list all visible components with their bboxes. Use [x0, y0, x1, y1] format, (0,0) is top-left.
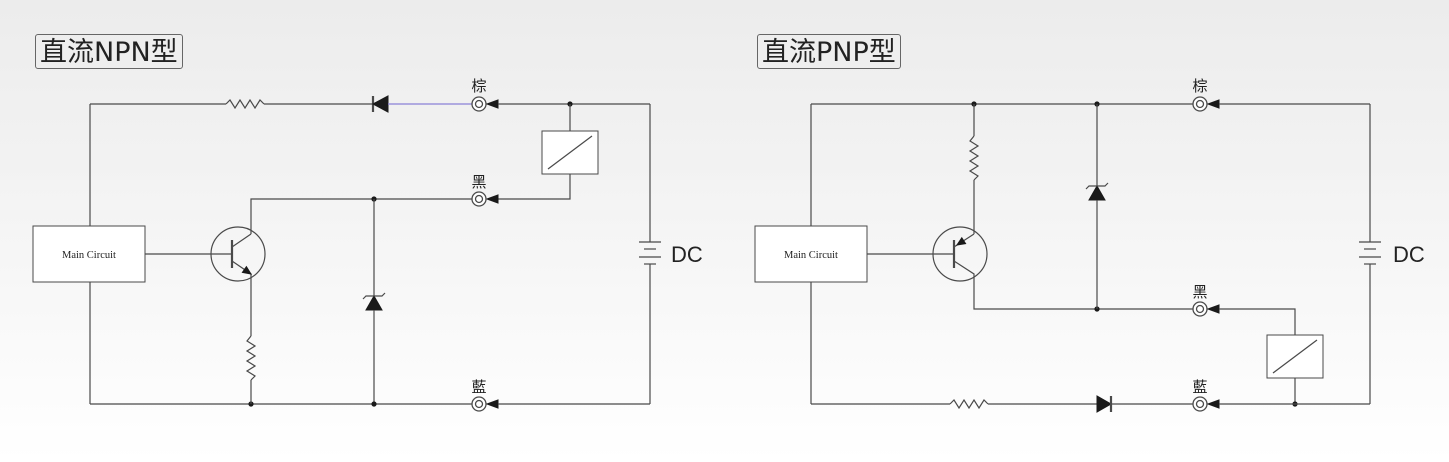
terminal-core — [474, 399, 484, 409]
terminal-label-brown: 棕 — [1192, 77, 1207, 95]
diode-top — [371, 95, 389, 113]
npn-transistor — [210, 226, 266, 336]
pnp-transistor — [932, 226, 1193, 310]
main-circuit-label: Main Circuit — [62, 250, 116, 261]
resistor-bottom — [949, 398, 989, 410]
junction — [371, 401, 377, 407]
npn-title: 直流NPN型 — [35, 34, 183, 69]
terminal-brown — [471, 96, 487, 112]
terminal-core — [474, 194, 484, 204]
zener-diode — [362, 292, 386, 311]
zener-triangle — [365, 294, 383, 311]
wire-relay-lower — [498, 174, 571, 200]
arrow-brown — [485, 99, 499, 109]
terminal-core — [1195, 304, 1205, 314]
terminal-label-brown: 棕 — [471, 77, 486, 95]
terminal-label-black: 黑 — [1192, 283, 1207, 301]
main-circuit-label: Main Circuit — [784, 250, 838, 261]
diode-triangle — [371, 95, 389, 113]
relay-diagonal — [1272, 339, 1318, 374]
terminal-label-blue: 藍 — [471, 378, 486, 396]
emitter-arrow — [955, 236, 967, 246]
zener-bar — [1085, 182, 1109, 190]
emitter-arrow — [241, 265, 253, 275]
terminal-label-black: 黑 — [471, 173, 486, 191]
resistor-top — [225, 98, 265, 110]
pnp-circuit: 棕 DC Main Circuit — [754, 77, 1425, 413]
terminal-black — [471, 191, 487, 207]
transistor-body — [210, 226, 266, 282]
transistor-body — [932, 226, 988, 282]
arrow-black — [1206, 304, 1220, 314]
resistor-emitter — [968, 135, 980, 181]
arrow-blue — [485, 399, 499, 409]
zener-triangle — [1088, 184, 1106, 201]
terminal-black — [1192, 301, 1208, 317]
wire-collector — [250, 198, 472, 234]
diode-bottom — [1096, 395, 1113, 413]
arrow-brown — [1206, 99, 1220, 109]
arrow-black — [485, 194, 499, 204]
zener-bar — [362, 292, 386, 300]
terminal-blue — [471, 396, 487, 412]
dc-label: DC — [671, 242, 703, 267]
terminal-label-blue: 藍 — [1192, 378, 1207, 396]
terminal-core — [1195, 99, 1205, 109]
pnp-title: 直流PNP型 — [757, 34, 901, 69]
wire-relay-upper — [1219, 308, 1296, 335]
npn-circuit: 棕 黑 DC — [32, 77, 703, 412]
dc-label: DC — [1393, 242, 1425, 267]
main-circuit-box — [754, 225, 868, 283]
terminal-core — [1195, 399, 1205, 409]
relay-diagonal — [547, 135, 593, 170]
zener-diode — [1085, 182, 1109, 201]
arrow-blue — [1206, 399, 1220, 409]
terminal-brown — [1192, 96, 1208, 112]
resistor-emitter — [245, 335, 257, 381]
battery — [639, 241, 661, 265]
transistor-collector — [231, 233, 252, 248]
terminal-core — [474, 99, 484, 109]
terminal-blue — [1192, 396, 1208, 412]
transistor-collector — [953, 260, 1193, 310]
diode-triangle — [1096, 395, 1113, 413]
battery — [1359, 241, 1381, 265]
